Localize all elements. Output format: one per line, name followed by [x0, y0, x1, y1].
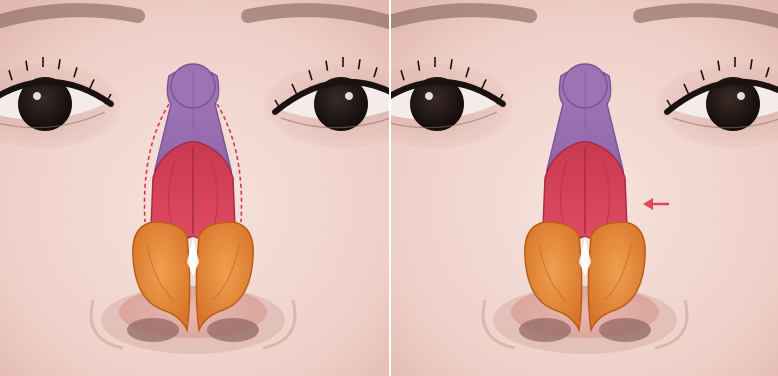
- left-nostril: [127, 318, 179, 342]
- right-nostril: [207, 318, 259, 342]
- panel-before: [0, 0, 421, 376]
- panel-divider: [389, 0, 391, 376]
- left-nostril: [519, 318, 571, 342]
- right-eye-highlight: [345, 92, 353, 100]
- right-nostril: [599, 318, 651, 342]
- left-eye-highlight: [425, 92, 433, 100]
- right-eye-highlight: [737, 92, 745, 100]
- panel-after: [357, 0, 778, 376]
- left-eye-highlight: [33, 92, 41, 100]
